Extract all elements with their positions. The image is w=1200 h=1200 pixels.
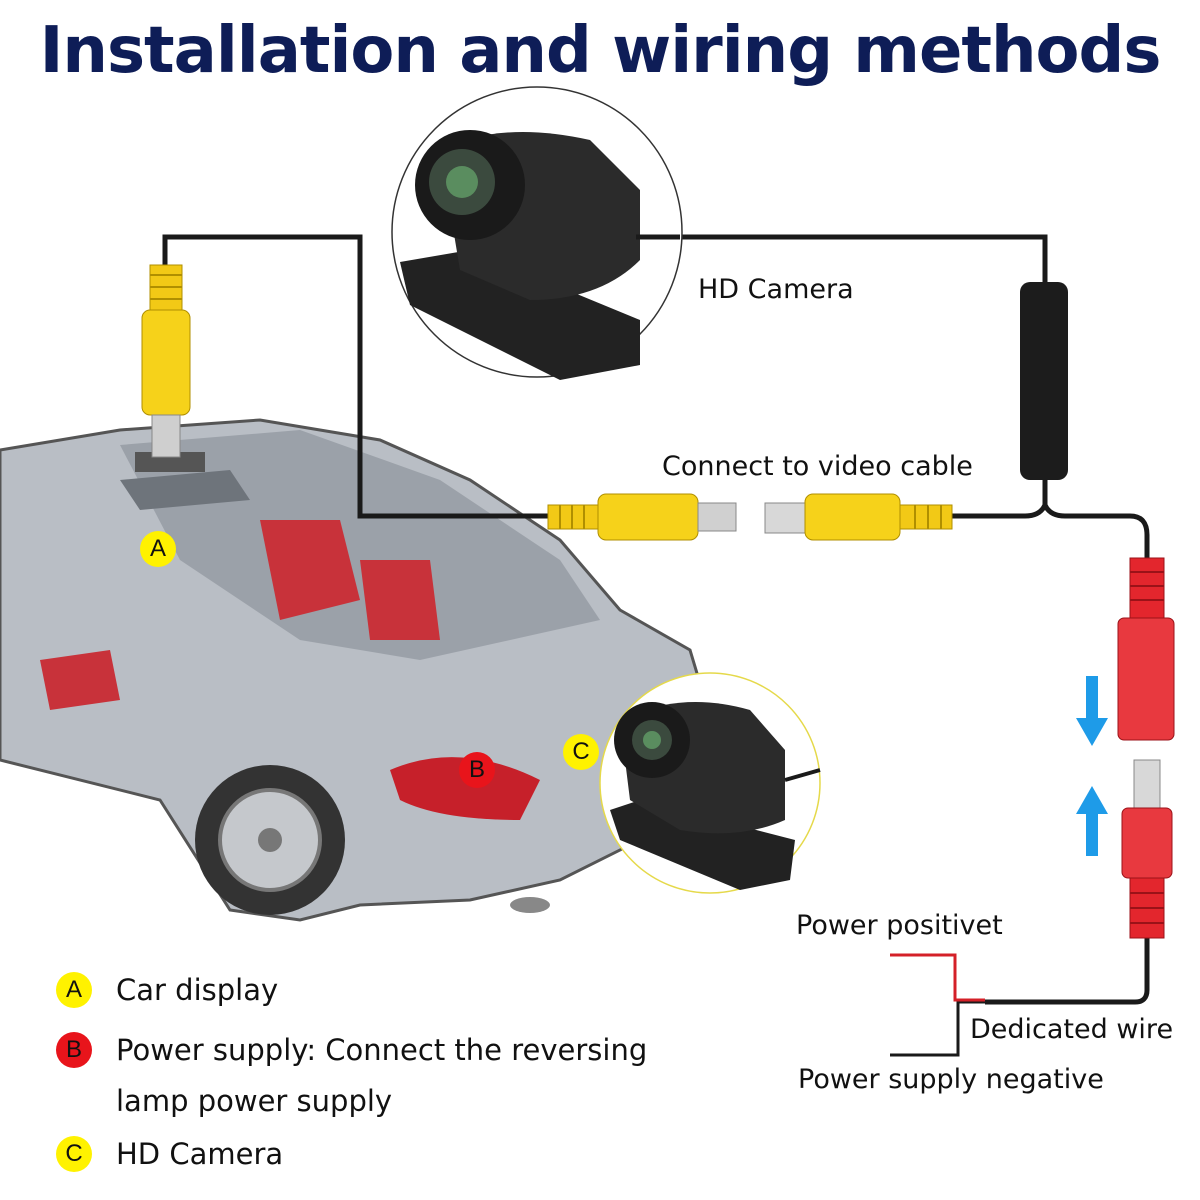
- rca-connector-display: [141, 264, 191, 458]
- wire-splitter: [1020, 282, 1068, 480]
- legend-marker-a: A: [56, 972, 92, 1008]
- power-positive-label: Power positivet: [796, 910, 1003, 941]
- legend-text: Power supply: Connect the reversing: [116, 1033, 648, 1067]
- arrow-down-icon: [1076, 676, 1108, 746]
- marker-a: A: [140, 531, 176, 567]
- page-title: Installation and wiring methods: [39, 14, 1162, 88]
- marker-b: B: [459, 752, 495, 788]
- dedicated-wire-label: Dedicated wire: [970, 1014, 1174, 1045]
- rca-male-connector: [547, 493, 737, 541]
- power-connector-male: [1121, 759, 1173, 939]
- power-negative-label: Power supply negative: [798, 1064, 1104, 1095]
- rca-female-connector: [764, 493, 953, 541]
- legend-item-a: A Car display: [56, 972, 278, 1008]
- legend-text: Car display: [116, 973, 279, 1007]
- connect-video-label: Connect to video cable: [662, 451, 973, 482]
- legend-marker-b: B: [56, 1032, 92, 1068]
- hd-camera-rear-closeup: [599, 672, 821, 894]
- car-illustration: [0, 418, 707, 922]
- marker-c: C: [563, 734, 599, 770]
- arrow-up-icon: [1076, 786, 1108, 856]
- video-cable: [162, 234, 1150, 1057]
- positive-wire: [890, 953, 985, 1002]
- legend-marker-c: C: [56, 1136, 92, 1172]
- legend-text: HD Camera: [116, 1137, 284, 1171]
- hd-camera-closeup: [391, 86, 683, 380]
- power-connector-female: [1117, 557, 1175, 741]
- legend-item-c: C HD Camera: [56, 1136, 283, 1172]
- legend-text-continued: lamp power supply: [116, 1084, 393, 1118]
- hd-camera-label: HD Camera: [698, 274, 854, 305]
- legend-item-b: B Power supply: Connect the reversing: [56, 1032, 647, 1068]
